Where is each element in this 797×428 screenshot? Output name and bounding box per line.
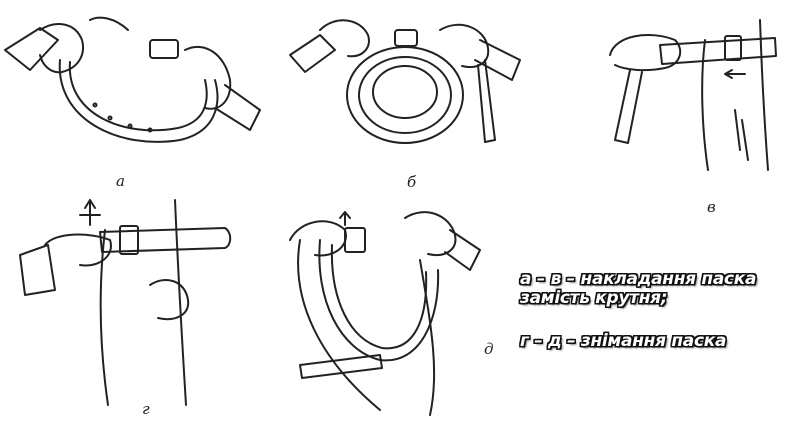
panel-b-coil-hole: [373, 66, 437, 118]
panel-d-buckle: [345, 228, 365, 252]
legend-line-3: г – д – знімання паска: [520, 332, 790, 351]
panel-d-belt-loop-inner: [332, 245, 426, 348]
panel-a-buckle: [150, 40, 178, 58]
panel-v-arrow: [725, 70, 745, 78]
panel-label-v: в: [707, 198, 716, 216]
panel-v-shading: [735, 110, 748, 160]
panel-b-coil-outer: [347, 47, 463, 143]
panel-v-drawing: [610, 20, 776, 170]
legend-caption: а – в – накладання паска замість крутня;…: [520, 270, 790, 351]
panel-g-drawing: [20, 200, 230, 405]
panel-a-sleeve-right: [215, 85, 260, 130]
panel-b-tail: [478, 60, 495, 142]
panel-b-sleeve-left: [290, 35, 335, 72]
panel-a-drawing: [5, 18, 260, 142]
panel-g-limb-right: [175, 200, 186, 405]
panel-d-leg-left: [298, 240, 380, 410]
panel-d-belt-loop: [319, 240, 438, 360]
panel-label-g: г: [142, 400, 150, 418]
panel-label-b: б: [407, 173, 416, 191]
legend-line-2: замість крутня;: [520, 289, 790, 308]
panel-b-hand-right: [440, 25, 488, 67]
panel-a-belt-inner: [70, 62, 207, 130]
panel-d-drawing: [290, 212, 480, 415]
panel-label-d: д: [484, 340, 494, 358]
panel-d-hand-right: [405, 212, 455, 255]
panel-b-sleeve-right: [475, 40, 520, 80]
panel-g-hand-bottom: [150, 280, 188, 319]
legend-line-1: а – в – накладання паска: [520, 270, 790, 289]
panel-a-hand-right: [185, 47, 230, 109]
panel-d-belt-end: [300, 355, 382, 378]
panel-v-belt-tail: [615, 70, 642, 143]
panel-b-hand-left: [320, 20, 369, 56]
panel-b-buckle: [395, 30, 417, 46]
panel-d-arrow: [340, 212, 350, 225]
panel-g-sleeve: [20, 245, 55, 295]
panel-a-sleeve-left: [5, 28, 58, 70]
panel-v-limb-left: [702, 40, 708, 170]
panel-label-a: а: [116, 172, 125, 190]
panel-v-limb-right: [760, 20, 768, 170]
panel-a-belt-tail: [90, 18, 128, 30]
panel-b-drawing: [290, 20, 520, 143]
panel-g-arrow: [80, 200, 100, 225]
panel-v-hand: [610, 35, 680, 70]
